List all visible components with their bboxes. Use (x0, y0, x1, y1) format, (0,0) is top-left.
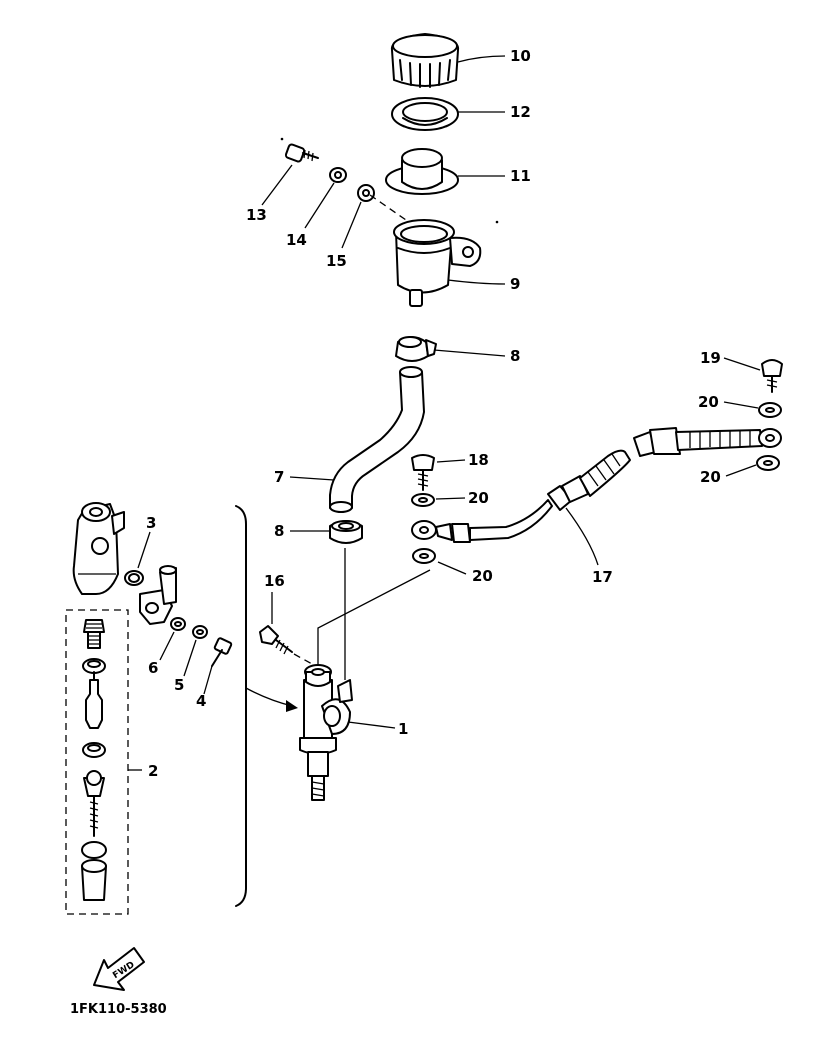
cylinder-kit (81, 619, 107, 901)
hose-joint (139, 565, 177, 625)
seal-6 (170, 617, 186, 631)
collar-15 (357, 184, 375, 202)
brake-hose (411, 427, 782, 543)
callout-16: 16 (264, 572, 285, 590)
reservoir-hose (329, 366, 425, 513)
reservoir-tank (393, 219, 482, 307)
callout-1: 1 (398, 720, 408, 738)
diaphragm-plate (391, 97, 459, 131)
hose-clamp-upper (395, 336, 437, 362)
callout-4: 4 (196, 692, 206, 710)
callout-20-upper-right: 20 (698, 393, 719, 411)
bolt-16 (259, 625, 293, 655)
callout-15: 15 (326, 252, 347, 270)
callout-11: 11 (510, 167, 531, 185)
callout-3: 3 (146, 514, 156, 532)
callout-9: 9 (510, 275, 520, 293)
union-bolt-18 (411, 454, 435, 491)
forward-direction-arrow: FWD (93, 947, 145, 991)
washer-14 (329, 167, 347, 183)
union-bolt-19 (761, 359, 783, 393)
callout-8-lower: 8 (274, 522, 284, 540)
callout-19: 19 (700, 349, 721, 367)
callout-17: 17 (592, 568, 613, 586)
callout-10: 10 (510, 47, 531, 65)
callout-12: 12 (510, 103, 531, 121)
callout-5: 5 (174, 676, 184, 694)
washer-5 (192, 625, 208, 639)
diaphragm (385, 148, 459, 195)
callout-20-lower-right: 20 (700, 468, 721, 486)
callout-14: 14 (286, 231, 307, 249)
callout-13: 13 (246, 206, 267, 224)
cylinder-body-left (72, 502, 125, 595)
master-cylinder (299, 664, 353, 801)
copper-washer-lower-right (756, 455, 780, 471)
callout-20-lower-left: 20 (472, 567, 493, 585)
screw-4 (211, 637, 233, 667)
callout-2: 2 (148, 762, 158, 780)
callout-18: 18 (468, 451, 489, 469)
callout-20-upper-left: 20 (468, 489, 489, 507)
callout-7: 7 (274, 468, 284, 486)
part-code: 1FK110-5380 (70, 1002, 167, 1017)
callout-8-upper: 8 (510, 347, 520, 365)
copper-washer-upper-right (758, 402, 782, 418)
reservoir-cap (390, 33, 460, 88)
screw-13 (284, 143, 319, 163)
copper-washer-upper-left (411, 493, 435, 507)
callout-6: 6 (148, 659, 158, 677)
hose-clamp-lower (329, 520, 363, 544)
copper-washer-lower-left (412, 548, 436, 564)
o-ring-3 (124, 570, 144, 586)
